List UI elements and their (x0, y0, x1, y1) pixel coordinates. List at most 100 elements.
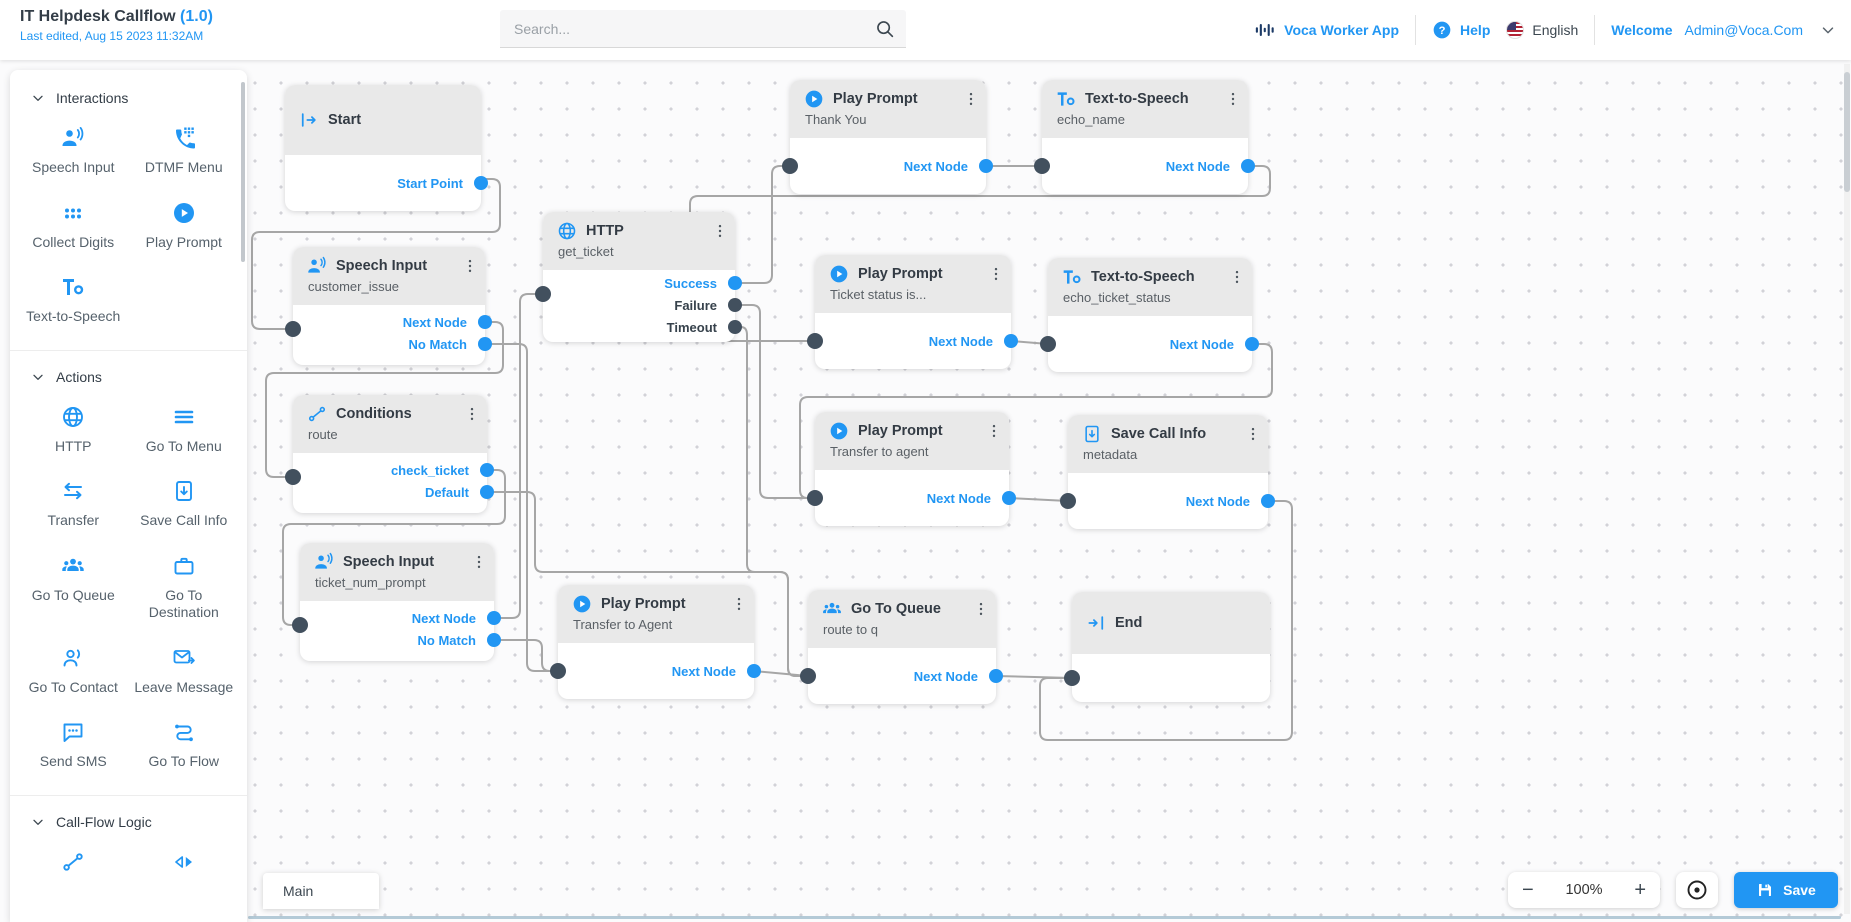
kebab-menu-icon[interactable] (470, 553, 488, 571)
palette-item-save-call-info[interactable]: Save Call Info (134, 479, 234, 530)
kebab-menu-icon[interactable] (1244, 425, 1262, 443)
palette-item-http[interactable]: HTTP (23, 405, 123, 456)
input-port-dot[interactable] (535, 286, 551, 302)
section-header-interactions[interactable]: Interactions (10, 84, 247, 110)
search-input[interactable] (500, 20, 874, 37)
kebab-menu-icon[interactable] (987, 265, 1005, 283)
output-port-dot[interactable] (1261, 494, 1275, 508)
fit-view-button[interactable] (1676, 872, 1718, 908)
port-label: Default (424, 484, 469, 500)
input-port-dot[interactable] (285, 469, 301, 485)
output-port-dot[interactable] (1245, 337, 1259, 351)
output-port-dot[interactable] (474, 176, 488, 190)
output-port-dot[interactable] (728, 276, 742, 290)
palette-item-transfer[interactable]: Transfer (23, 479, 123, 530)
section-header-actions[interactable]: Actions (10, 363, 247, 389)
kebab-menu-icon[interactable] (1224, 90, 1242, 108)
output-port-dot[interactable] (747, 664, 761, 678)
palette-item-collect-digits[interactable]: Collect Digits (23, 201, 123, 252)
help-link[interactable]: ? Help (1432, 20, 1490, 40)
palette-item-go-to-contact[interactable]: Go To Contact (23, 646, 123, 697)
kebab-menu-icon[interactable] (730, 595, 748, 613)
palette-item-dtmf-menu[interactable]: DTMF Menu (134, 126, 234, 177)
palette-item-label: Leave Message (134, 678, 234, 695)
palette-item-text-to-speech[interactable]: Text-to-Speech (23, 275, 123, 326)
input-port-dot[interactable] (550, 663, 566, 679)
search-icon[interactable] (874, 18, 896, 40)
flow-node-end[interactable]: End (1064, 592, 1270, 702)
output-port-dot[interactable] (1002, 491, 1016, 505)
palette-item-go-to-menu[interactable]: Go To Menu (134, 405, 234, 456)
tab-main-flow[interactable]: Main (263, 873, 379, 909)
output-port-dot[interactable] (480, 485, 494, 499)
kebab-menu-icon[interactable] (1228, 268, 1246, 286)
horizontal-scrollbar[interactable] (248, 916, 1841, 919)
palette-item-go-to-flow[interactable]: Go To Flow (134, 720, 234, 771)
kebab-menu-icon[interactable] (711, 222, 729, 240)
output-port-dot[interactable] (478, 315, 492, 329)
input-port-dot[interactable] (782, 158, 798, 174)
input-port-dot[interactable] (807, 490, 823, 506)
input-port-dot[interactable] (1034, 158, 1050, 174)
sidebar-scrollbar-thumb[interactable] (241, 82, 245, 262)
kebab-menu-icon[interactable] (972, 600, 990, 618)
output-port-dot[interactable] (478, 337, 492, 351)
output-port-dot[interactable] (1241, 159, 1255, 173)
palette-item-go-to-queue[interactable]: Go To Queue (23, 554, 123, 622)
section-header-call-flow-logic[interactable]: Call-Flow Logic (10, 808, 247, 834)
output-port-dot[interactable] (487, 611, 501, 625)
palette-item-send-sms[interactable]: Send SMS (23, 720, 123, 771)
palette-item-go-to-destination[interactable]: Go To Destination (134, 554, 234, 622)
play-prompt-icon (572, 594, 592, 614)
palette-item-speech-input[interactable]: Speech Input (23, 126, 123, 177)
input-port-dot[interactable] (800, 668, 816, 684)
kebab-menu-icon[interactable] (461, 257, 479, 275)
vertical-scrollbar-track[interactable] (1844, 64, 1850, 914)
chevron-down-icon[interactable] (1819, 21, 1837, 39)
language-selector[interactable]: English (1506, 21, 1578, 39)
output-port-dot[interactable] (1004, 334, 1018, 348)
port-label: Next Node (1185, 493, 1250, 509)
kebab-menu-icon[interactable] (463, 405, 481, 423)
kebab-menu-icon[interactable] (985, 422, 1003, 440)
palette-item-conditions[interactable] (23, 850, 123, 884)
zoom-in-button[interactable]: + (1634, 879, 1646, 901)
input-port-dot[interactable] (292, 617, 308, 633)
output-port-dot[interactable] (480, 463, 494, 477)
flow-edge (735, 326, 808, 677)
output-port-dot[interactable] (728, 320, 742, 334)
output-port-row: Timeout (543, 316, 742, 338)
output-port-dot[interactable] (487, 633, 501, 647)
palette-item-compare[interactable] (134, 850, 234, 884)
palette-item-play-prompt[interactable]: Play Prompt (134, 201, 234, 252)
voca-worker-app-link[interactable]: Voca Worker App (1254, 19, 1399, 41)
kebab-menu-icon[interactable] (962, 90, 980, 108)
palette-item-leave-message[interactable]: Leave Message (134, 646, 234, 697)
zoom-out-button[interactable]: − (1522, 879, 1534, 901)
save-button[interactable]: Save (1734, 872, 1838, 908)
vertical-scrollbar-thumb[interactable] (1844, 72, 1850, 192)
input-port-dot[interactable] (1060, 493, 1076, 509)
output-port-dot[interactable] (989, 669, 1003, 683)
input-port-dot[interactable] (807, 333, 823, 349)
output-port-dot[interactable] (979, 159, 993, 173)
input-port-dot[interactable] (1040, 336, 1056, 352)
flow-edge (1008, 497, 1069, 502)
user-menu[interactable]: Welcome Admin@Voca.Com (1611, 22, 1803, 38)
output-port-dot[interactable] (728, 298, 742, 312)
input-port-dot[interactable] (285, 321, 301, 337)
input-port-dot[interactable] (1064, 670, 1080, 686)
